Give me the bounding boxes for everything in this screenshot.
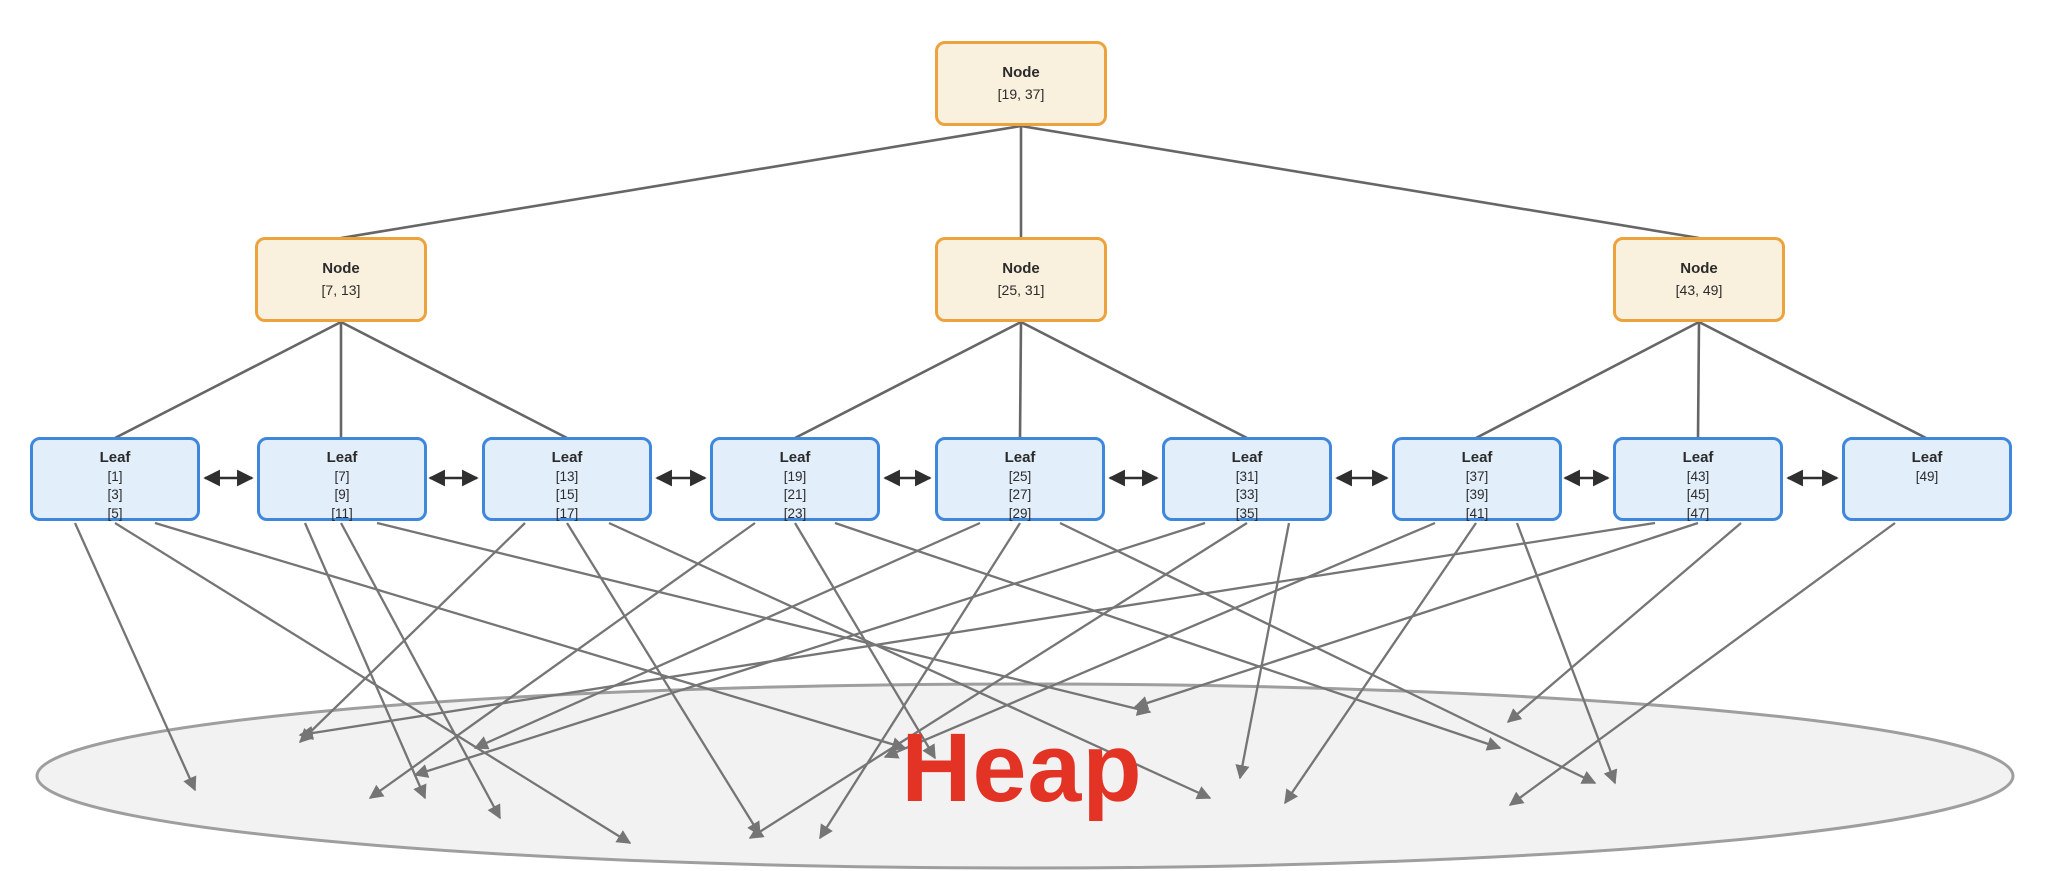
node-keys: [25, 31] <box>997 281 1045 298</box>
leaf-title: Leaf <box>551 449 583 466</box>
leaf-title: Leaf <box>1911 449 1943 466</box>
node-title: Node <box>1002 259 1040 277</box>
leaf-title: Leaf <box>326 449 358 466</box>
leaf-value: [5] <box>107 506 123 521</box>
heap-ellipse <box>35 682 2015 870</box>
tree-root-node: Node [19, 37] <box>935 41 1107 126</box>
leaf-title: Leaf <box>1004 449 1036 466</box>
node-keys: [7, 13] <box>321 281 361 298</box>
node-title: Node <box>322 259 360 277</box>
leaf-value: [41] <box>1465 506 1489 521</box>
leaf-value: [29] <box>1008 506 1032 521</box>
leaf-value: [25] <box>1008 468 1032 484</box>
leaf-value: [37] <box>1465 468 1489 484</box>
leaf-value: [33] <box>1235 487 1259 503</box>
node-title: Node <box>1680 259 1718 277</box>
leaf-value: [47] <box>1686 506 1710 521</box>
leaf-title: Leaf <box>1461 449 1493 466</box>
leaf-value: [49] <box>1915 468 1939 484</box>
leaf-value: [45] <box>1686 487 1710 503</box>
leaf-node-7: Leaf [37] [39] [41] <box>1392 437 1562 521</box>
internal-node-2: Node [25, 31] <box>935 237 1107 322</box>
internal-node-3: Node [43, 49] <box>1613 237 1785 322</box>
leaf-value: [3] <box>107 487 123 503</box>
leaf-node-5: Leaf [25] [27] [29] <box>935 437 1105 521</box>
leaf-value: [19] <box>783 468 807 484</box>
leaf-value: [27] <box>1008 487 1032 503</box>
leaf-value: [9] <box>334 487 350 503</box>
leaf-title: Leaf <box>1682 449 1714 466</box>
leaf-value: [13] <box>555 468 579 484</box>
leaf-node-1: Leaf [1] [3] [5] <box>30 437 200 521</box>
leaf-value: [15] <box>555 487 579 503</box>
leaf-value: [31] <box>1235 468 1259 484</box>
leaf-value: [7] <box>334 468 350 484</box>
leaf-node-8: Leaf [43] [45] [47] <box>1613 437 1783 521</box>
leaf-node-9: Leaf [49] <box>1842 437 2012 521</box>
leaf-value: [17] <box>555 506 579 521</box>
leaf-title: Leaf <box>99 449 131 466</box>
internal-node-1: Node [7, 13] <box>255 237 427 322</box>
leaf-value: [11] <box>331 506 353 521</box>
leaf-value: [23] <box>783 506 807 521</box>
node-keys: [43, 49] <box>1675 281 1723 298</box>
leaf-node-2: Leaf [7] [9] [11] <box>257 437 427 521</box>
leaf-value: [21] <box>783 487 807 503</box>
leaf-node-3: Leaf [13] [15] [17] <box>482 437 652 521</box>
leaf-node-6: Leaf [31] [33] [35] <box>1162 437 1332 521</box>
leaf-value: [39] <box>1465 487 1489 503</box>
leaf-value: [1] <box>107 468 123 484</box>
leaf-value: [43] <box>1686 468 1710 484</box>
heap-label: Heap <box>901 713 1143 822</box>
leaf-title: Leaf <box>1231 449 1263 466</box>
node-title: Node <box>1002 63 1040 81</box>
heap-pointer-arrows <box>73 521 1896 844</box>
leaf-node-4: Leaf [19] [21] [23] <box>710 437 880 521</box>
leaf-title: Leaf <box>779 449 811 466</box>
leaf-value: [35] <box>1235 506 1259 521</box>
tree-edges <box>114 124 1927 440</box>
node-keys: [19, 37] <box>997 85 1045 102</box>
